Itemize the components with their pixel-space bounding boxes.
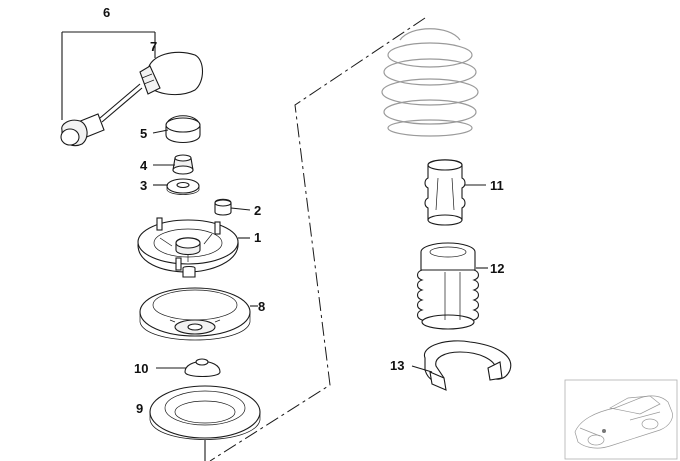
part-2-nut [214, 198, 232, 216]
callout-7: 7 [150, 39, 157, 54]
coil-spring [381, 28, 479, 137]
part-6-7-sensor-cable [60, 51, 204, 147]
callout-3: 3 [140, 178, 147, 193]
callout-1: 1 [254, 230, 261, 245]
part-9-lower-seat [149, 385, 261, 461]
part-11-bump-stop [424, 159, 466, 226]
part-3-washer [166, 178, 200, 195]
part-5-cap [165, 115, 201, 144]
callout-8: 8 [258, 299, 265, 314]
part-12-protective-boot [416, 242, 480, 330]
callout-labels: 6 7 5 4 3 2 1 8 10 9 11 12 13 [103, 5, 504, 416]
part-8-spring-seat [139, 287, 251, 341]
callout-13: 13 [390, 358, 404, 373]
callout-10: 10 [134, 361, 148, 376]
part-10-bump-cap [184, 358, 221, 378]
dashed-separator [209, 17, 426, 461]
callout-4: 4 [140, 158, 148, 173]
callout-12: 12 [490, 261, 504, 276]
callout-2: 2 [254, 203, 261, 218]
leader-lines [61, 31, 488, 373]
callout-9: 9 [136, 401, 143, 416]
callout-6: 6 [103, 5, 110, 20]
part-4-nut [172, 154, 194, 175]
part-1-strut-mount [137, 217, 239, 278]
callout-5: 5 [140, 126, 147, 141]
callout-11: 11 [490, 178, 504, 193]
part-13-spring-pad [424, 340, 512, 391]
car-outline-icon [564, 379, 678, 460]
